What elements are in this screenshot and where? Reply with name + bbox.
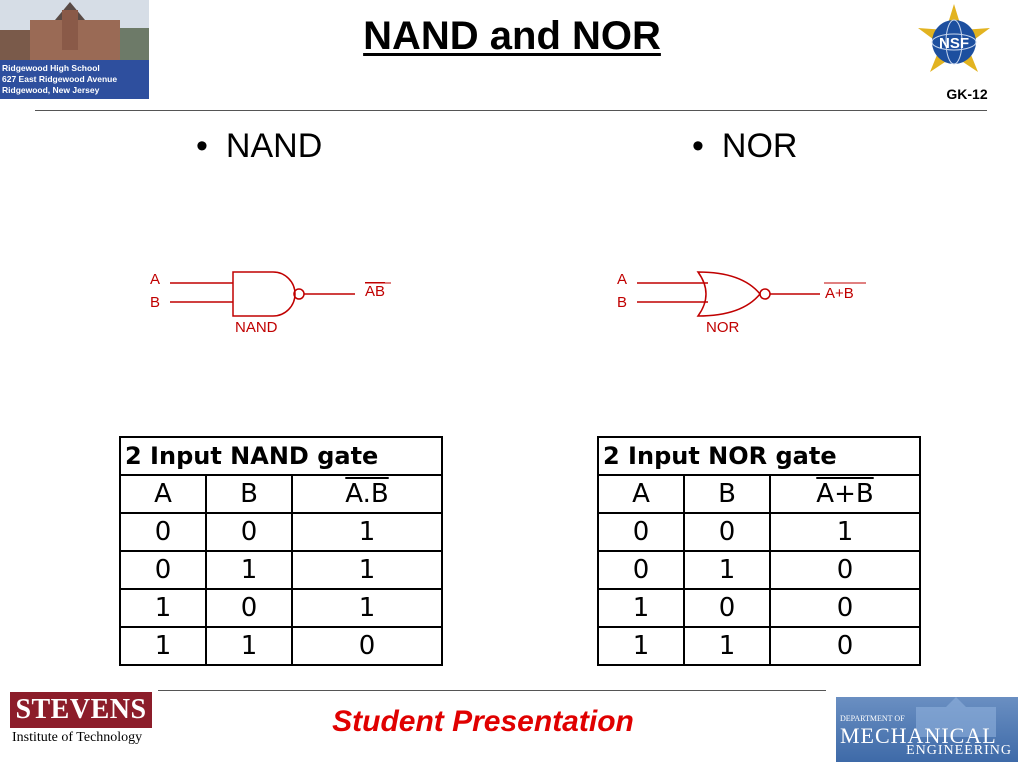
footer-title: Student Presentation (332, 705, 634, 738)
stevens-logo: STEVENS Institute of Technology (10, 692, 152, 754)
table-row: 1 1 0 (119, 626, 443, 666)
nor-header-out: A+B (769, 474, 921, 514)
table-cell: 0 (119, 550, 207, 590)
table-row: 0 0 1 (119, 512, 443, 552)
table-cell: 0 (597, 512, 685, 552)
table-row: 1 0 0 (597, 588, 921, 628)
nand-header-a: A (119, 474, 207, 514)
table-cell: 1 (205, 626, 293, 666)
table-cell: 0 (769, 550, 921, 590)
table-cell: 0 (683, 512, 771, 552)
school-name: Ridgewood High School (2, 63, 100, 73)
nand-truth-table: 2 Input NAND gate A B A.B 0 0 1 0 1 1 1 … (119, 436, 443, 666)
table-cell: 1 (683, 550, 771, 590)
school-building-image (0, 0, 149, 99)
table-cell: 0 (291, 626, 443, 666)
nand-gate-diagram: A B AB NAND (150, 271, 391, 336)
bullet-dot: • (196, 127, 208, 165)
table-cell: 1 (291, 512, 443, 552)
nor-input-a-label: A (617, 271, 627, 288)
bullet-dot: • (692, 127, 704, 165)
nand-header-out: A.B (291, 474, 443, 514)
table-row: 1 1 0 (597, 626, 921, 666)
table-cell: 0 (205, 512, 293, 552)
nor-truth-table: 2 Input NOR gate A B A+B 0 0 1 0 1 0 1 0… (597, 436, 921, 666)
table-cell: 0 (683, 588, 771, 628)
nand-output-label: AB (365, 283, 385, 300)
school-street: 627 East Ridgewood Avenue (2, 74, 118, 84)
table-cell: 1 (119, 588, 207, 628)
table-cell: 1 (597, 588, 685, 628)
nor-input-b-label: B (617, 294, 627, 311)
nor-gate-body (696, 271, 761, 317)
stevens-subtitle: Institute of Technology (12, 730, 143, 745)
school-logo: Ridgewood High School 627 East Ridgewood… (0, 0, 149, 99)
table-cell: 1 (205, 550, 293, 590)
footer-divider (158, 690, 826, 691)
nor-header-b: B (683, 474, 771, 514)
gk12-label: GK-12 (946, 86, 988, 102)
school-city: Ridgewood, New Jersey (2, 85, 100, 95)
nor-header-a: A (597, 474, 685, 514)
mech-line2: ENGINEERING (906, 743, 1012, 758)
table-cell: 0 (769, 626, 921, 666)
table-row: 0 0 1 (597, 512, 921, 552)
nand-input-b-label: B (150, 294, 160, 311)
table-cell: 1 (291, 550, 443, 590)
nor-table-caption: 2 Input NOR gate (597, 436, 921, 476)
nand-gate-body (232, 271, 296, 317)
nand-gate-name: NAND (235, 319, 278, 336)
bullet-nor: • NOR (692, 127, 797, 166)
nor-gate-name: NOR (706, 319, 740, 336)
nsf-emblem-icon: NSF (918, 4, 990, 72)
nand-header-b: B (205, 474, 293, 514)
table-row: 0 1 1 (119, 550, 443, 590)
nsf-text: NSF (939, 35, 969, 52)
table-row: 0 1 0 (597, 550, 921, 590)
nand-table-caption: 2 Input NAND gate (119, 436, 443, 476)
nor-output-label: A+B (825, 285, 854, 302)
mech-line1: MECHANICAL (840, 723, 997, 748)
mechanical-engineering-logo: DEPARTMENT OF MECHANICAL ENGINEERING (836, 697, 1018, 762)
table-cell: 0 (119, 512, 207, 552)
table-cell: 1 (683, 626, 771, 666)
nor-gate-diagram: A B A+B NOR (617, 271, 866, 336)
nand-input-a-label: A (150, 271, 160, 288)
table-cell: 1 (291, 588, 443, 628)
mech-dept-label: DEPARTMENT OF (840, 714, 905, 723)
campus-building-icon (916, 697, 996, 737)
school-address: Ridgewood High School 627 East Ridgewood… (2, 63, 148, 96)
table-cell: 0 (769, 588, 921, 628)
slide-title: NAND and NOR (363, 14, 661, 58)
bullet-nand-text: NAND (225, 127, 323, 165)
table-cell: 1 (597, 626, 685, 666)
bullet-nand: • NAND (196, 127, 322, 166)
bullet-nor-text: NOR (721, 127, 798, 165)
table-row: 1 0 1 (119, 588, 443, 628)
nsf-logo: NSF (912, 0, 996, 104)
header-divider (35, 110, 987, 111)
table-cell: 0 (205, 588, 293, 628)
nor-inversion-bubble (759, 288, 771, 300)
table-cell: 1 (119, 626, 207, 666)
table-cell: 1 (769, 512, 921, 552)
stevens-name: STEVENS (10, 692, 152, 728)
table-cell: 0 (597, 550, 685, 590)
